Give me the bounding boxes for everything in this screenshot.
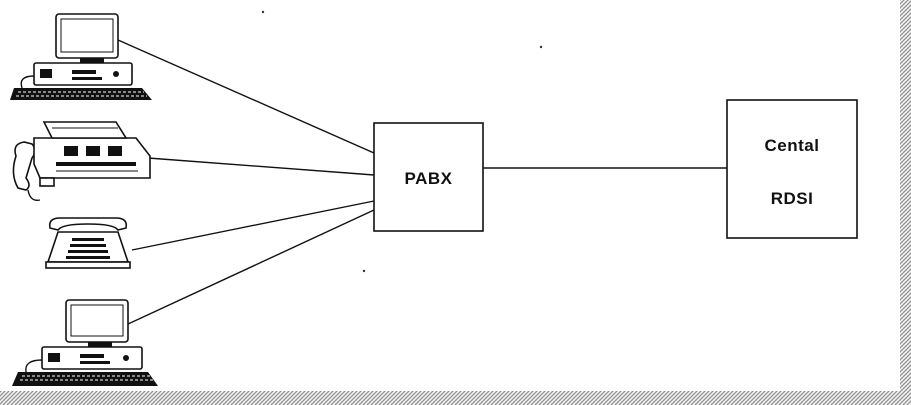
link-telephone-pabx: [132, 201, 374, 250]
central-label-line2: RDSI: [771, 189, 814, 208]
central-label-line1: Cental: [765, 136, 820, 155]
speck: [262, 11, 264, 13]
link-computer-2-pabx: [126, 210, 374, 325]
link-fax-pabx: [148, 158, 374, 175]
computer-icon: [12, 300, 158, 386]
speck: [363, 270, 365, 272]
hatched-right-border: [900, 0, 911, 405]
computer-icon: [10, 14, 152, 100]
fax-machine-icon: [13, 122, 150, 200]
central-rdsi-node: Cental RDSI: [727, 100, 857, 238]
pabx-node: PABX: [374, 123, 483, 231]
hatched-bottom-border: [0, 391, 911, 405]
telephone-icon: [46, 218, 130, 268]
pabx-label: PABX: [405, 169, 453, 188]
link-computer-1-pabx: [118, 40, 374, 153]
speck: [540, 46, 542, 48]
